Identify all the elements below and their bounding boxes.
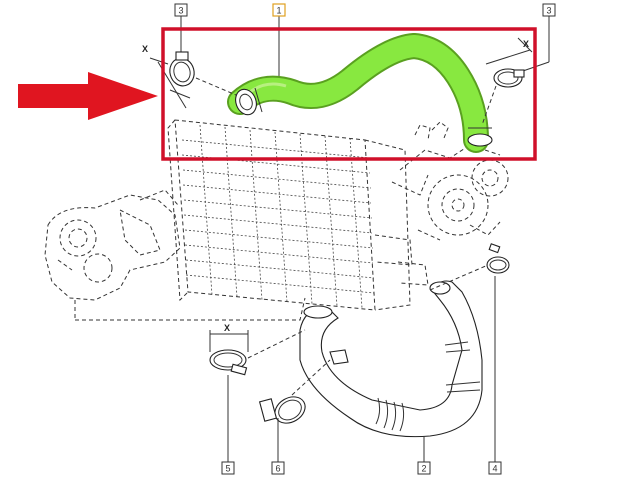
callout-5-label: 5 <box>225 464 230 474</box>
dimension-x-right-label: X <box>523 39 529 49</box>
hose-clamp-4 <box>486 243 510 274</box>
hose-clamp-5 <box>209 349 248 376</box>
engine-housing <box>44 189 181 301</box>
hose-clamp-3-right <box>481 68 525 126</box>
hose-clamp-3-left <box>169 51 237 96</box>
dimension-x-bottom-label: X <box>224 323 230 333</box>
callout-3-left-label: 3 <box>178 6 183 16</box>
dimension-x-right: X <box>485 37 533 65</box>
callout-4-label: 4 <box>492 464 497 474</box>
callout-3-right-label: 3 <box>546 6 551 16</box>
charge-air-hose-highlighted <box>227 32 493 153</box>
callout-2-label: 2 <box>421 464 426 474</box>
dimension-x-left-label: X <box>142 44 148 54</box>
callout-2: 2 <box>417 461 431 475</box>
lower-air-duct <box>299 280 483 438</box>
callout-3-right: 3 <box>542 3 556 17</box>
leader-lines-lower <box>74 264 489 396</box>
right-arrow-icon <box>18 72 158 120</box>
callout-3-left: 3 <box>174 3 188 17</box>
highlight-frame <box>161 27 537 161</box>
callout-1-label: 1 <box>276 6 281 16</box>
dimension-x-bottom: X <box>209 323 249 352</box>
callout-4: 4 <box>488 461 502 475</box>
callout-6-label: 6 <box>275 464 280 474</box>
callout-5: 5 <box>221 461 235 475</box>
hose-clamp-6 <box>258 396 306 424</box>
callout-leaders <box>180 15 550 462</box>
callout-6: 6 <box>271 461 285 475</box>
callout-1: 1 <box>272 3 286 17</box>
intercooler <box>167 119 429 311</box>
